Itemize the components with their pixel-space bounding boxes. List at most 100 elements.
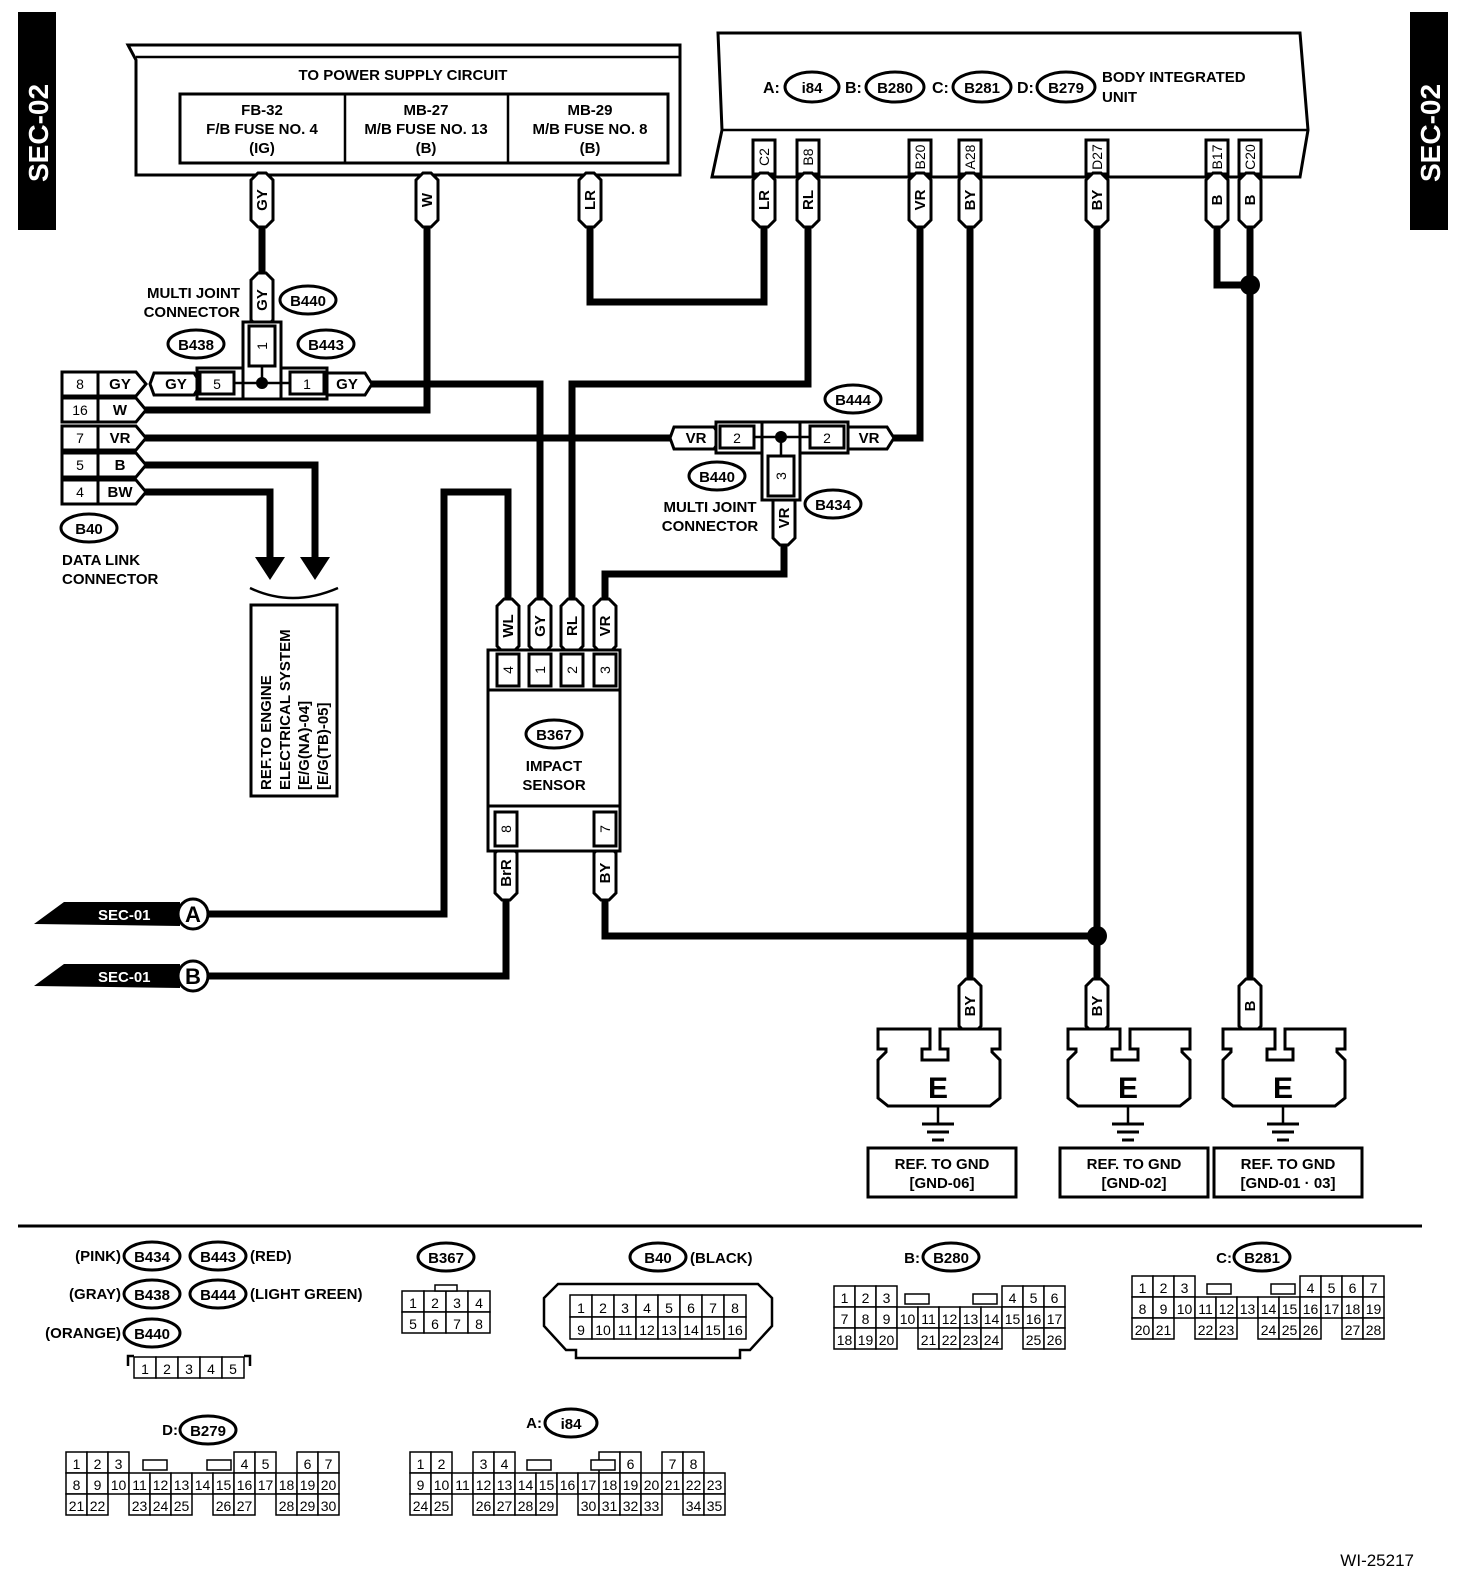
legend-b281-face-pin: 22	[1198, 1322, 1214, 1338]
fuse-mb27-type: (B)	[416, 140, 437, 157]
legend-b279-face-pin: 28	[279, 1498, 295, 1514]
mjc-mid-label-2: CONNECTOR	[662, 518, 759, 535]
legend-b40-color: (BLACK)	[690, 1250, 752, 1267]
legend-i84-face-pin: 20	[644, 1477, 660, 1493]
wire-label-biu-1-text: RL	[800, 190, 817, 210]
dlc-pin-wire-2: VR	[110, 430, 131, 447]
wire-label-ground-3: B	[1237, 977, 1263, 1035]
legend-b280-face-pin: 1	[841, 1290, 849, 1306]
fuse-fb32-name: F/B FUSE NO. 4	[206, 121, 318, 138]
wire-label-impact-bottom-0: BrR	[493, 844, 519, 902]
legend-b279-face-pin: 16	[237, 1477, 253, 1493]
biu-conn-a-letter: A:	[763, 80, 780, 97]
wire-label-biu-3: BY	[957, 171, 983, 229]
biu-pin-text-4: D27	[1089, 144, 1105, 170]
legend-b40-face-pin: 8	[731, 1300, 739, 1316]
impact-top-pin-0: 4	[495, 652, 521, 688]
legend-latches	[142, 1283, 1296, 1471]
sec01-a-text: SEC-01	[98, 907, 151, 924]
legend-b279-face-pin: 8	[73, 1477, 81, 1493]
legend-i84-face-pin: 17	[581, 1477, 597, 1493]
legend-i84-face-pin: 24	[413, 1498, 429, 1514]
power-supply-box: TO POWER SUPPLY CIRCUIT FB-32 F/B FUSE N…	[125, 43, 682, 177]
wires	[145, 215, 1254, 986]
biu-pin-6: C20	[1237, 138, 1263, 176]
fuse-mb29-name: M/B FUSE NO. 8	[532, 121, 647, 138]
sec-tag-right: SEC-02	[1410, 12, 1448, 230]
legend-b279-face-pin: 19	[300, 1477, 316, 1493]
ground-ref-2-2: [GND-02]	[1101, 1175, 1166, 1192]
legend-b281-face-pin: 18	[1345, 1301, 1361, 1317]
legend-i84-face-pin: 23	[707, 1477, 723, 1493]
legend-id-b440: B440	[134, 1326, 170, 1343]
legend-b281-face-pin: 3	[1181, 1280, 1189, 1296]
dlc-pin-num-0: 8	[76, 376, 84, 392]
legend-b281-face-pin: 2	[1160, 1280, 1168, 1296]
legend-b280-face-pin: 16	[1026, 1311, 1042, 1327]
mjc-mid-id-b440: B440	[699, 469, 735, 486]
sec01-a-letter: A	[185, 902, 201, 927]
dlc-pin-wire-3: B	[115, 457, 126, 474]
ground-ref-1-3: REF. TO GND	[1241, 1156, 1336, 1173]
legend-b281-face-pin: 14	[1261, 1301, 1277, 1317]
legend-b279-face-pin: 3	[115, 1456, 123, 1472]
legend-b281-face-pin: 13	[1240, 1301, 1256, 1317]
wire-label-mjc-mid-right: VR	[841, 425, 896, 451]
legend-i84-face-pin: 34	[686, 1498, 702, 1514]
legend-i84-face-pin: 35	[707, 1498, 723, 1514]
legend-b40-face-pin: 11	[618, 1322, 633, 1338]
legend-i84-face: 1234567891011121314151617181920212223242…	[409, 1451, 726, 1516]
impact-bottom-pin-text-0: 8	[498, 825, 514, 833]
dlc-label-1: DATA LINK	[62, 552, 140, 569]
impact-bottom-pin-1: 7	[592, 810, 618, 848]
wire-label-biu-6-text: B	[1242, 194, 1259, 205]
wire-label-mjc-mid-left: VR	[668, 425, 723, 451]
legend-b281-face-pin: 10	[1177, 1301, 1193, 1317]
legend-i84-face-pin: 31	[602, 1498, 618, 1514]
impact-top-pin-text-1: 1	[532, 666, 548, 674]
mjc-mid-label-1: MULTI JOINT	[663, 499, 756, 516]
wire-label-biu-0: LR	[751, 171, 777, 229]
legend-b279-face-pin: 10	[111, 1477, 127, 1493]
legend-i84-face-pin: 18	[602, 1477, 618, 1493]
wire-label-impact-top-3-text: VR	[597, 615, 614, 636]
legend-i84-face-pin: 7	[669, 1456, 677, 1472]
legend-b280-face-pin: 9	[883, 1311, 891, 1327]
legend-b281-face-pin: 1	[1139, 1280, 1147, 1296]
wire-label-mjc-left: GY	[148, 371, 203, 397]
legend-b367-face-pin: 3	[453, 1295, 461, 1311]
legend-b279-face-pin: 4	[241, 1456, 249, 1472]
legend-b280-face-pin: 2	[862, 1290, 870, 1306]
legend-b281-face-pin: 21	[1156, 1322, 1172, 1338]
impact-sensor-id: B367	[536, 727, 572, 744]
wire-label-mjc-top: GY	[249, 271, 275, 329]
legend-b281-face-pin: 5	[1328, 1280, 1336, 1296]
legend-id-b444: B444	[200, 1287, 237, 1304]
legend-i84-face-pin: 16	[560, 1477, 576, 1493]
legend-b280-face-pin: 8	[862, 1311, 870, 1327]
mjc-top-id-b443: B443	[308, 337, 344, 354]
biu-pin-2: B20	[907, 138, 933, 176]
legend-b281-face-pin: 24	[1261, 1322, 1277, 1338]
ground-letter-3: E	[1273, 1072, 1293, 1105]
legend-i84-face-pin: 8	[690, 1456, 698, 1472]
wire-label-biu-0-text: LR	[756, 190, 773, 210]
biu-title-2: UNIT	[1102, 89, 1137, 106]
wire-label-mjc-mid-left-text: VR	[686, 430, 707, 447]
legend-i84-face-pin: 1	[417, 1456, 425, 1472]
legend-b281-face-pin: 23	[1219, 1322, 1235, 1338]
legend-color-b443: (RED)	[250, 1248, 292, 1265]
wire-label-mjc-mid-right-text: VR	[859, 430, 880, 447]
legend-b40-face-pin: 9	[577, 1322, 585, 1338]
legend-b279-face-pin: 2	[94, 1456, 102, 1472]
legend-b40-face-pin: 2	[599, 1300, 607, 1316]
legend-b367-face-pin: 6	[431, 1316, 439, 1332]
power-supply-title: TO POWER SUPPLY CIRCUIT	[299, 67, 508, 84]
